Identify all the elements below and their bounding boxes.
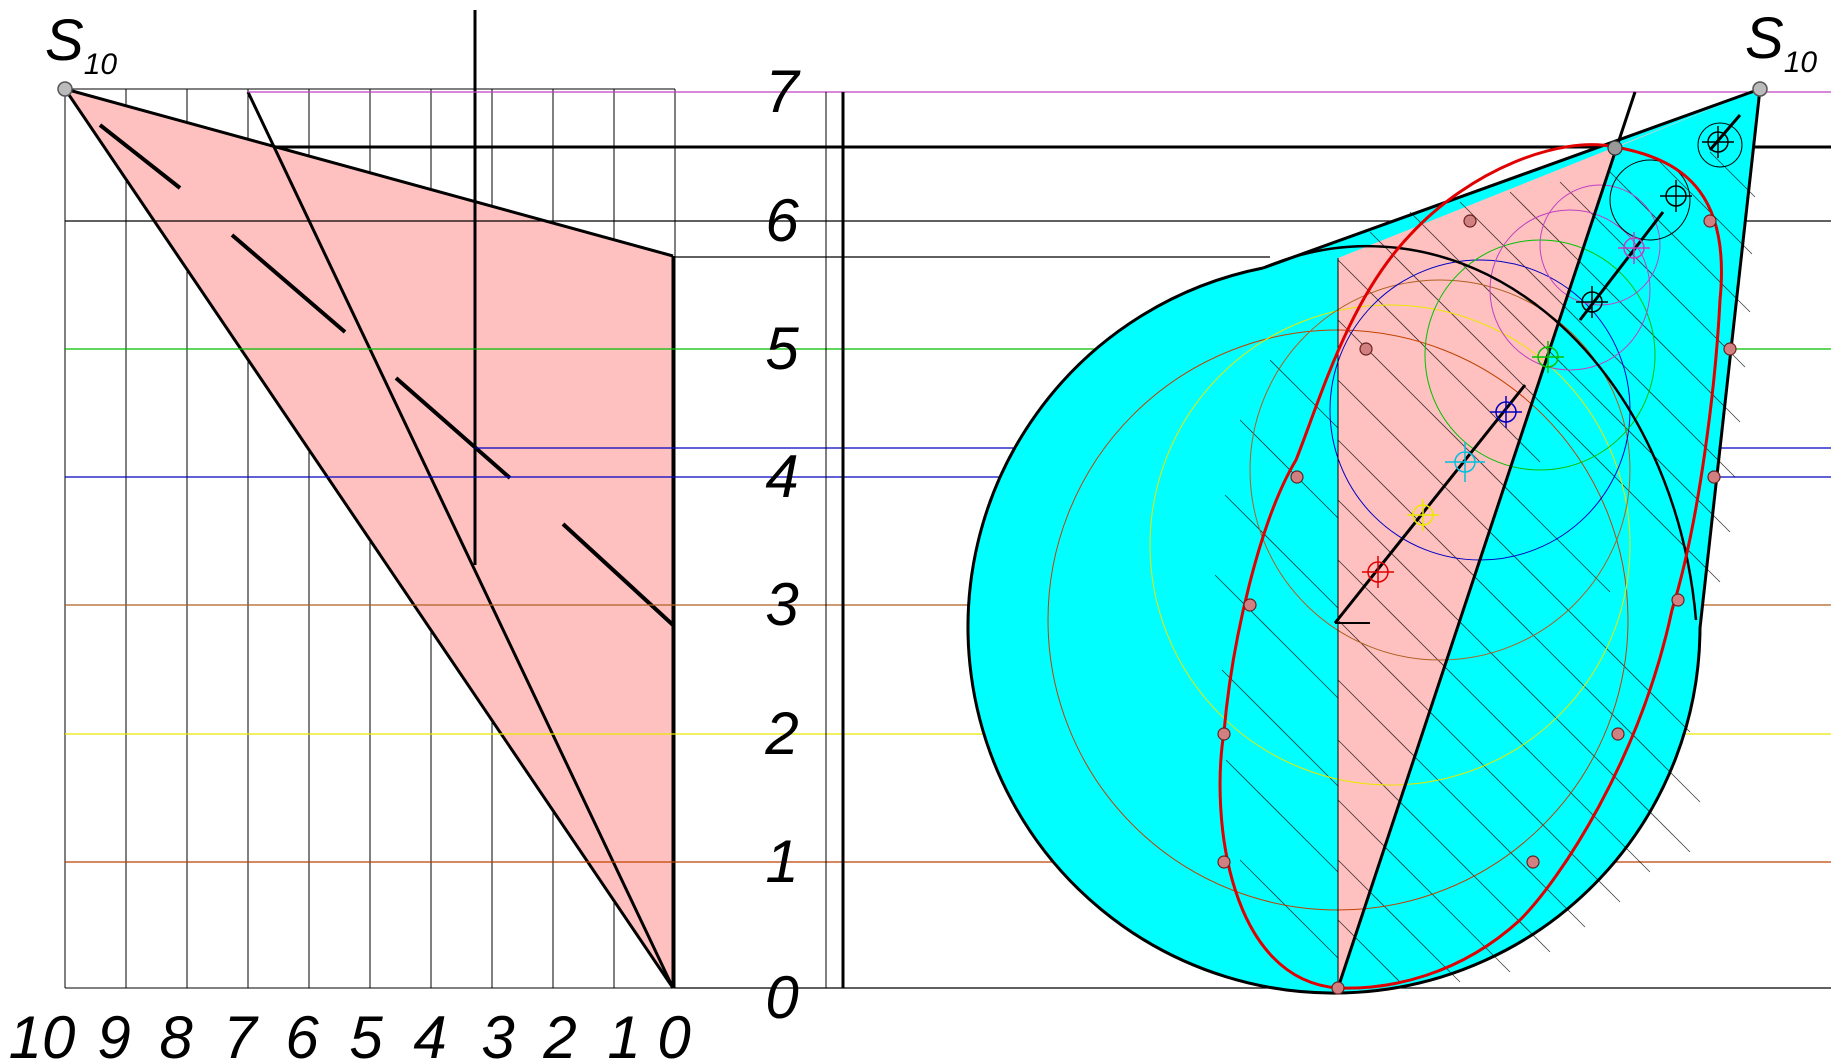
center-marks [1362,126,1734,588]
level-label-5: 5 [765,315,799,382]
bottom-label-1: 1 [607,1004,640,1064]
left-profile-lines [63,10,675,989]
section-hatch [1214,151,1756,983]
right-apex-point [1752,81,1768,97]
bottom-label-5: 5 [349,1004,383,1064]
right-apex-label: S10 [1745,6,1817,79]
level-label-6: 6 [765,187,799,254]
bottom-label-4: 4 [413,1004,446,1064]
level-scale: 0 1 2 3 4 5 6 7 [764,58,801,1031]
bottom-label-3: 3 [481,1004,514,1064]
bottom-label-9: 9 [97,1004,130,1064]
level-label-3: 3 [765,571,798,638]
left-apex-point [57,81,73,97]
bottom-label-0: 0 [657,1004,690,1064]
level-label-2: 2 [764,700,798,767]
level-circles [1047,122,1743,911]
bottom-label-8: 8 [159,1004,193,1064]
bottom-label-6: 6 [285,1004,319,1064]
left-apex-label: S10 [45,8,117,81]
left-view [57,10,676,989]
view-separator [825,92,845,988]
bottom-label-10: 10 [9,1004,76,1064]
right-construction-lines [1333,91,1742,989]
right-view [966,81,1768,995]
level-label-1: 1 [765,828,798,895]
left-section-trace [98,123,675,627]
level-label-0: 0 [765,964,798,1031]
bottom-label-2: 2 [542,1004,576,1064]
section-points [1217,140,1737,995]
right-section-fill [1338,89,1760,988]
level-label-4: 4 [765,443,798,510]
bottom-scale: 10 9 8 7 6 5 4 3 2 1 0 [9,1004,691,1064]
cone-outline [966,87,1762,995]
level-label-7: 7 [765,58,801,125]
bottom-label-7: 7 [223,1004,259,1064]
